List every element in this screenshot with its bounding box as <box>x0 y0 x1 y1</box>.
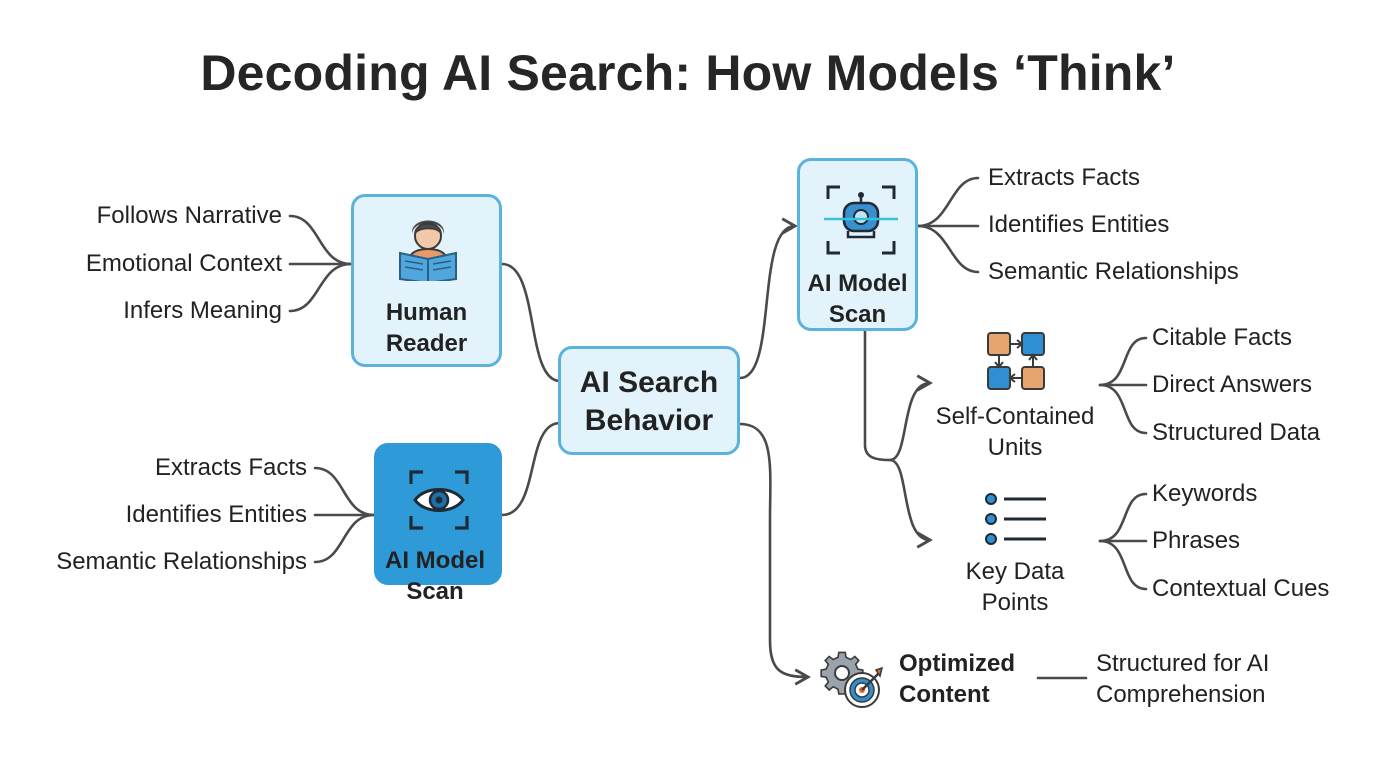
ai-search-behavior-node: AI Search Behavior <box>558 346 740 455</box>
ai-model-scan-left-node: AI Model Scan <box>374 443 502 605</box>
key-data-trait-connector <box>1098 492 1148 543</box>
ai-right-to-branches-connector <box>863 328 892 462</box>
ai-right-trait-3: Semantic Relationships <box>988 258 1239 285</box>
ai-right-trait-connector <box>916 224 980 274</box>
center-to-optimized-connector <box>738 422 811 686</box>
self-contained-label-2: Units <box>987 434 1043 461</box>
human-trait-connector <box>288 262 353 313</box>
page-title: Decoding AI Search: How Models ‘Think’ <box>200 45 1176 101</box>
center-label-2: Behavior <box>584 404 714 437</box>
ai-left-trait-connector <box>313 466 376 517</box>
key-data-trait-connector <box>1098 539 1148 591</box>
ai-right-to-self-contained-connector <box>888 374 933 462</box>
human-trait-3: Infers Meaning <box>123 297 282 324</box>
gear-target-icon <box>820 651 884 708</box>
self-contained-trait-connector <box>1098 383 1148 435</box>
self-contained-trait-3: Structured Data <box>1152 419 1321 446</box>
key-data-trait-3: Contextual Cues <box>1152 575 1330 602</box>
robot-scan-icon <box>824 185 898 255</box>
ai-right-to-key-data-connector <box>888 458 933 549</box>
key-data-trait-2: Phrases <box>1152 527 1241 554</box>
optimized-result-2: Comprehension <box>1096 681 1266 708</box>
ai-left-trait-2: Identifies Entities <box>125 501 307 528</box>
ai-model-scan-right-label-1: AI Model <box>807 270 908 297</box>
ai-model-scan-right-node: AI Model Scan <box>797 158 918 331</box>
key-data-label-2: Points <box>981 589 1049 616</box>
human-trait-connector <box>288 214 353 266</box>
ai-left-trait-connector <box>313 513 376 564</box>
puzzle-pieces-icon <box>987 332 1045 390</box>
ai-right-trait-connector <box>916 176 980 228</box>
optimized-result-1: Structured for AI <box>1096 650 1270 677</box>
optimized-label-1: Optimized <box>899 650 1016 677</box>
self-contained-label-1: Self-Contained <box>935 403 1095 430</box>
human-trait-2: Emotional Context <box>85 250 282 277</box>
ai-model-scan-right-label-2: Scan <box>828 301 887 328</box>
human-reader-label-2: Reader <box>385 330 468 357</box>
center-to-ai-right-connector <box>738 217 798 380</box>
optimized-label-2: Content <box>899 681 990 708</box>
self-contained-trait-2: Direct Answers <box>1152 371 1313 398</box>
ai-left-trait-3: Semantic Relationships <box>56 548 307 575</box>
eye-scan-icon <box>409 470 469 530</box>
ai-left-to-center-connector <box>500 421 562 517</box>
self-contained-trait-1: Citable Facts <box>1152 324 1293 351</box>
human-trait-1: Follows Narrative <box>96 202 282 229</box>
reading-person-icon <box>399 220 457 281</box>
human-reader-node: Human Reader <box>351 194 502 367</box>
key-data-trait-1: Keywords <box>1152 480 1258 507</box>
human-to-center-connector <box>500 262 562 383</box>
center-label-1: AI Search <box>579 366 719 399</box>
ai-left-trait-1: Extracts Facts <box>154 454 307 481</box>
key-data-label-1: Key Data <box>965 558 1065 585</box>
human-reader-label-1: Human <box>385 299 468 326</box>
self-contained-trait-connector <box>1098 336 1148 387</box>
bullet-list-icon <box>985 493 1046 545</box>
ai-model-scan-left-label-1: AI Model <box>385 547 485 574</box>
ai-model-scan-left-label-2: Scan <box>406 578 464 605</box>
ai-right-trait-2: Identifies Entities <box>988 211 1170 238</box>
ai-right-trait-1: Extracts Facts <box>988 164 1141 191</box>
